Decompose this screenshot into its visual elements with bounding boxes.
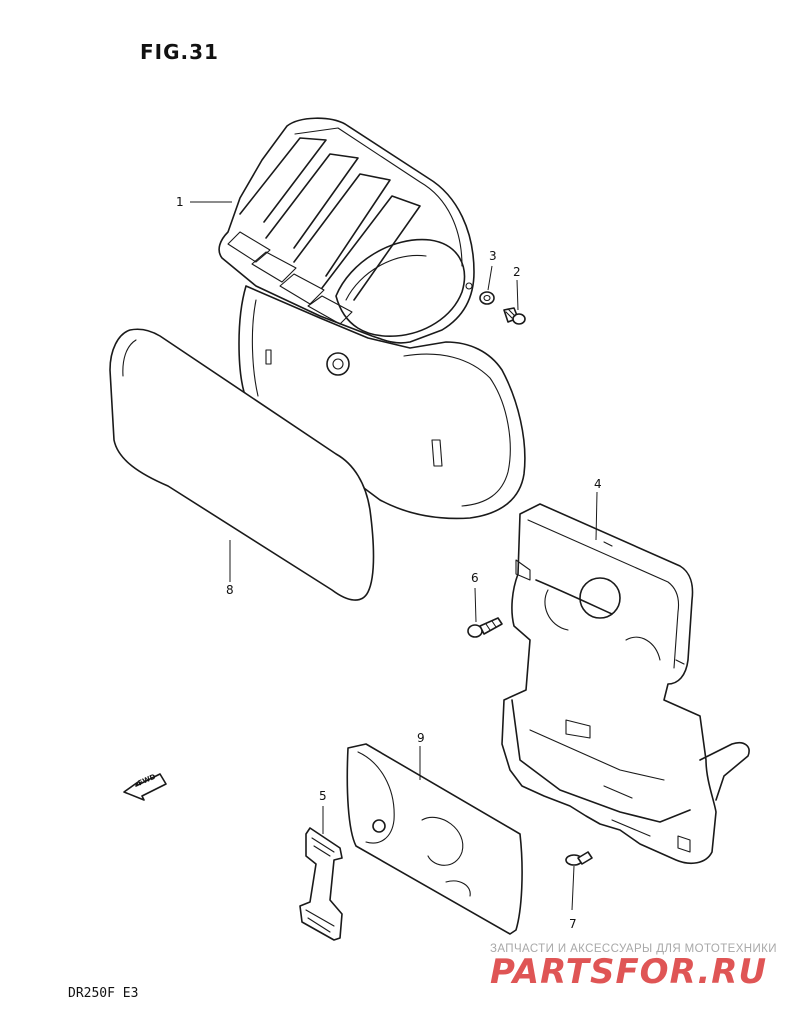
part-5-strap bbox=[299, 827, 343, 941]
part-9-insert bbox=[346, 743, 523, 935]
callout-7: 7 bbox=[569, 917, 577, 931]
callout-9: 9 bbox=[417, 731, 425, 745]
callout-6: 6 bbox=[471, 571, 479, 585]
model-code: DR250F E3 bbox=[68, 986, 139, 1001]
part-3-washer bbox=[479, 291, 495, 305]
part-2-screw bbox=[503, 307, 526, 325]
rear-housing bbox=[238, 285, 526, 520]
part-6-screw bbox=[467, 617, 503, 638]
part-1-front-cover bbox=[218, 117, 475, 344]
callout-1: 1 bbox=[176, 195, 184, 209]
fwd-arrow bbox=[123, 773, 167, 801]
svg-text:PARTSFOR.RU: PARTSFOR.RU bbox=[490, 952, 767, 992]
callout-5: 5 bbox=[319, 789, 327, 803]
leader-lines bbox=[190, 201, 598, 911]
callout-8: 8 bbox=[226, 583, 234, 597]
callout-2: 2 bbox=[513, 265, 521, 279]
callout-4: 4 bbox=[594, 477, 602, 491]
partsfor-logo: PARTSFOR.RU bbox=[490, 952, 767, 992]
figure-title: FIG.31 bbox=[140, 40, 219, 64]
part-8-lens bbox=[109, 328, 375, 601]
callout-3: 3 bbox=[489, 249, 497, 263]
part-7-screw bbox=[565, 851, 593, 866]
part-4-bracket bbox=[501, 503, 750, 865]
watermark-caption: ЗАПЧАСТИ И АКСЕССУАРЫ ДЛЯ МОТОТЕХНИКИ bbox=[490, 943, 777, 955]
